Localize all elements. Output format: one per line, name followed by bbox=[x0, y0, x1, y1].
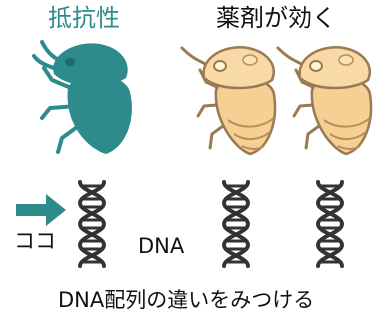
dna-helix-icon bbox=[224, 182, 248, 266]
dna-label: DNA bbox=[138, 236, 184, 257]
caption: DNA配列の違いをみつける bbox=[58, 290, 314, 311]
resistant-beetle-icon bbox=[34, 42, 132, 154]
resistant-label: 抵抗性 bbox=[48, 6, 120, 30]
arrow-right-icon bbox=[16, 194, 66, 226]
susceptible-beetle-icon bbox=[182, 47, 275, 154]
dna-helix-icon bbox=[80, 182, 104, 266]
here-label: ココ bbox=[14, 231, 56, 252]
drug-effective-label: 薬剤が効く bbox=[216, 6, 336, 30]
susceptible-beetle-icon bbox=[278, 47, 371, 154]
dna-helix-icon bbox=[318, 182, 342, 266]
